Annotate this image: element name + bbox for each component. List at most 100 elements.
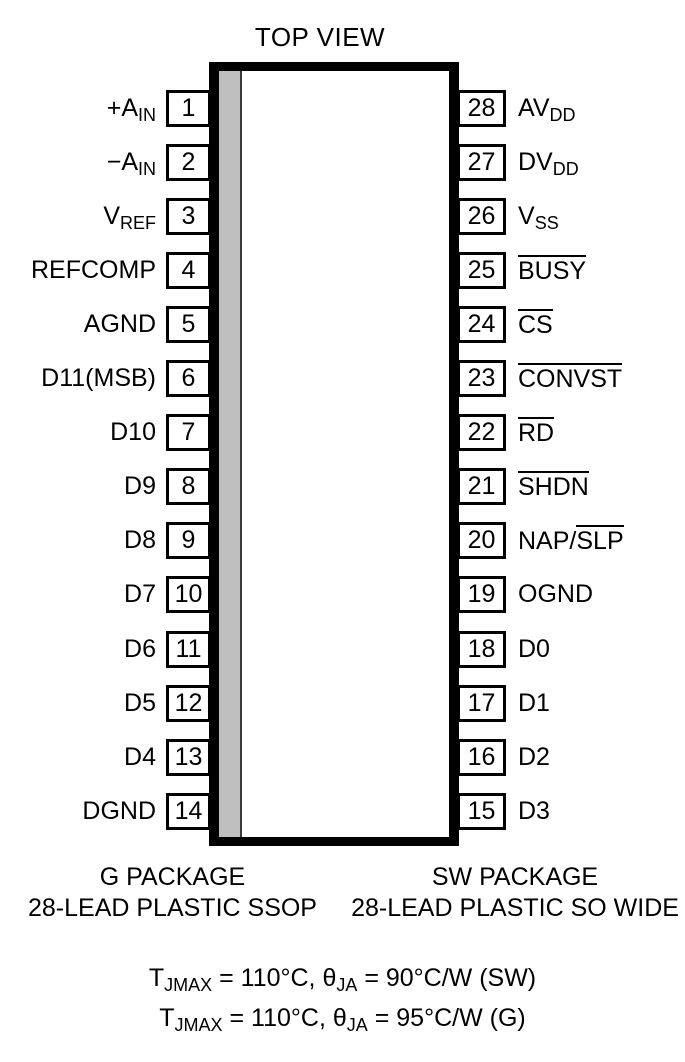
package-left-line2: 28-LEAD PLASTIC SSOP — [27, 894, 317, 922]
pin-number: 2 — [181, 147, 196, 176]
pin-label-subscript: DD — [549, 104, 576, 125]
pin-label-text: AGND — [83, 309, 156, 338]
pin-label-subscript: REF — [120, 212, 156, 233]
pin-number: 17 — [467, 688, 496, 717]
pin-signal-label: D7 — [124, 576, 156, 613]
pin-label-text: D9 — [124, 472, 156, 501]
pin-number: 14 — [174, 796, 203, 825]
pin-signal-label: AGND — [84, 306, 156, 343]
pin-number-box: 23 — [457, 360, 506, 397]
pin-number: 20 — [467, 526, 496, 555]
package-left-line1: G PACKAGE — [99, 863, 246, 891]
pin-number: 5 — [181, 309, 196, 338]
chip-body-outline — [209, 62, 459, 846]
pin-label-text: D0 — [518, 634, 550, 663]
thermal-t-subscript: JMAX — [174, 1015, 223, 1035]
pin-signal-label: AVDD — [518, 90, 576, 127]
thermal-theta-subscript: JA — [336, 975, 358, 995]
package-caption-left: G PACKAGE 28-LEAD PLASTIC SSOP — [0, 862, 345, 924]
pin-number-box: 16 — [457, 738, 506, 776]
pin-number-box: 27 — [457, 143, 506, 181]
thermal-t-symbol: T — [148, 964, 165, 992]
pin-label-overline-text: CS — [518, 306, 553, 344]
pin-signal-label: D3 — [518, 793, 550, 830]
pin-number: 6 — [181, 364, 196, 392]
pin-number: 10 — [174, 580, 203, 609]
thermal-theta-subscript: JA — [346, 1015, 368, 1035]
thermal-t-value: = 110°C, — [212, 964, 323, 992]
pin-number: 21 — [467, 472, 496, 501]
pin-signal-label: CONVST — [518, 360, 623, 398]
page-title: TOP VIEW — [0, 22, 685, 52]
pin-label-subscript: DD — [552, 158, 579, 179]
pin-label-subscript: IN — [138, 158, 156, 179]
pin-number-box: 19 — [457, 576, 506, 614]
pin-label-overline-text: RD — [518, 414, 555, 452]
pin-signal-label: BUSY — [518, 252, 587, 290]
pin-number: 7 — [181, 418, 196, 447]
pin-label-text: D2 — [518, 742, 550, 771]
pin-number: 9 — [181, 526, 196, 555]
pin-number: 27 — [467, 147, 496, 176]
pin-number-box: 22 — [457, 414, 506, 452]
pin-label-text: D10 — [110, 418, 156, 447]
pin-label-overline-text: SHDN — [518, 468, 589, 506]
pin-signal-label: D6 — [124, 631, 156, 668]
pin-signal-label: D1 — [518, 685, 550, 722]
pin-label-overline-text: SLP — [576, 522, 624, 560]
pin-number-box: 5 — [166, 305, 211, 343]
thermal-note-g: TJMAX = 110°C, θJA = 95°C/W (G) — [0, 1002, 685, 1034]
pin-signal-label: SHDN — [518, 468, 589, 505]
pin-number-box: 8 — [166, 468, 211, 506]
pin-number: 19 — [467, 580, 496, 609]
pin-signal-label: REFCOMP — [31, 252, 156, 289]
pin-label-text: D1 — [518, 688, 550, 717]
pin-number: 18 — [467, 634, 496, 663]
pin-number: 15 — [467, 796, 496, 825]
pin-number-box: 17 — [457, 684, 506, 722]
pin-number: 3 — [181, 201, 196, 230]
pin-signal-label: D5 — [124, 685, 156, 722]
pin-label-text: REFCOMP — [31, 255, 156, 284]
pin-number: 1 — [181, 93, 196, 122]
pin-number: 22 — [467, 418, 496, 447]
pin-signal-label: NAP/SLP — [518, 522, 624, 559]
pin-signal-label: D10 — [110, 414, 156, 451]
pin-number-box: 10 — [166, 576, 211, 614]
pin-label-text: −A — [106, 147, 138, 176]
pin-number-box: 26 — [457, 197, 506, 235]
pin-number-box: 15 — [457, 792, 506, 830]
package-right-line1: SW PACKAGE — [431, 863, 599, 891]
pin-number-box: 13 — [166, 738, 211, 776]
pin-label-overline-text: BUSY — [518, 252, 587, 290]
pin-number-box: 18 — [457, 630, 506, 668]
pin-number-box: 6 — [166, 360, 211, 397]
pin-signal-label: D4 — [124, 739, 156, 776]
pin-signal-label: RD — [518, 414, 555, 452]
pin-number: 13 — [174, 742, 203, 771]
thermal-t-value: = 110°C, — [222, 1004, 333, 1032]
pin-label-text: AV — [518, 93, 550, 122]
pin-label-overline-text: CONVST — [518, 360, 623, 398]
pin-signal-label: D11(MSB) — [41, 360, 156, 397]
pin-label-text: D8 — [124, 526, 156, 555]
pin-number: 12 — [174, 688, 203, 717]
top-view-label: TOP VIEW — [254, 22, 386, 52]
pin-signal-label: +AIN — [107, 90, 156, 127]
pin-signal-label: D8 — [124, 522, 156, 559]
pin-number: 23 — [467, 364, 496, 392]
pin-number: 24 — [467, 309, 496, 338]
pin-number: 4 — [181, 255, 196, 284]
pin-number-box: 24 — [457, 305, 506, 343]
pin-label-text: DV — [518, 147, 553, 176]
pin-signal-label: −AIN — [107, 144, 156, 181]
pin-number: 25 — [467, 255, 496, 284]
thermal-t-subscript: JMAX — [164, 975, 213, 995]
pin-signal-label: DVDD — [518, 144, 579, 181]
pin-number: 16 — [467, 742, 496, 771]
pin-number: 28 — [467, 93, 496, 122]
pin-label-text: V — [103, 201, 120, 230]
pin-number-box: 25 — [457, 251, 506, 289]
pin-label-text: D11(MSB) — [41, 364, 156, 392]
